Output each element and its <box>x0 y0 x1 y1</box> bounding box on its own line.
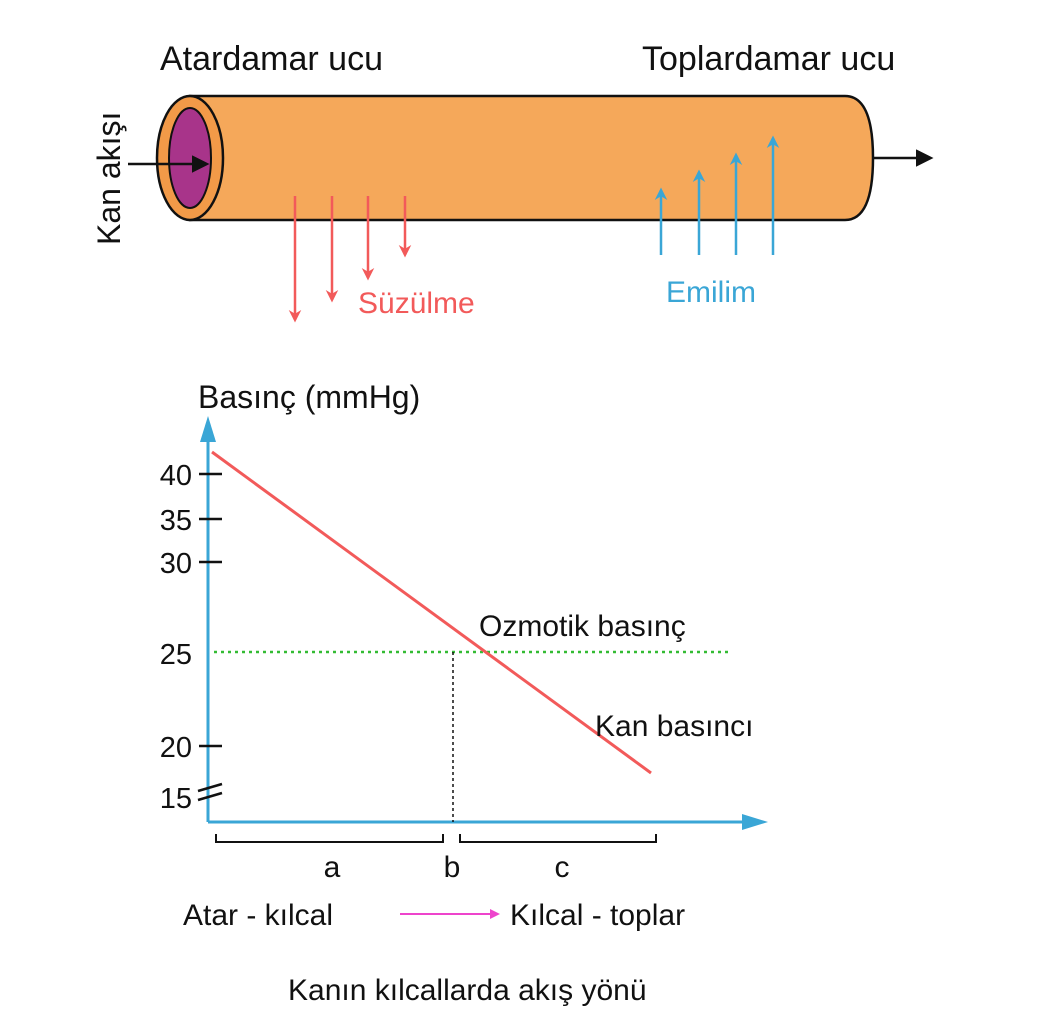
filtration-label: Süzülme <box>358 287 475 320</box>
blood-pressure-label: Kan basıncı <box>595 710 753 743</box>
segment-a-label: a <box>324 851 341 884</box>
pressure-chart: Basınç (mmHg) 40 35 30 25 20 15 <box>160 379 768 1007</box>
segment-labels: a b c <box>324 851 570 884</box>
arterial-end-label: Atardamar ucu <box>160 40 383 78</box>
segment-c-label: c <box>555 851 570 884</box>
axis-break-mark-1 <box>197 782 223 793</box>
y-tick-label-40: 40 <box>160 460 192 492</box>
absorption-arrows <box>654 135 780 255</box>
y-axis-label: Basınç (mmHg) <box>198 379 420 415</box>
y-ticks <box>199 472 222 748</box>
vessel-tube <box>188 94 875 222</box>
y-tick-label-15: 15 <box>160 783 192 815</box>
filtration-arrows <box>288 196 412 323</box>
brace-c <box>459 834 657 843</box>
blood-flow-label: Kan akışı <box>91 112 127 245</box>
y-tick-label-35: 35 <box>160 505 192 537</box>
y-tick-label-30: 30 <box>160 548 192 580</box>
y-tick-labels: 40 35 30 25 20 15 <box>160 460 192 815</box>
osmotic-pressure-label: Ozmotik basınç <box>479 610 686 643</box>
x-axis-arrowhead <box>742 814 768 830</box>
direction-caption: Kanın kılcallarda akış yönü <box>288 974 647 1007</box>
capillary-vessel: Atardamar ucu Toplardamar ucu Kan akışı … <box>91 40 934 323</box>
y-tick-label-25: 25 <box>160 639 192 671</box>
axis-break-mark-2 <box>197 791 223 802</box>
absorption-label: Emilim <box>666 276 756 309</box>
from-label: Atar - kılcal <box>183 899 333 932</box>
segment-b-label: b <box>444 851 461 884</box>
y-tick-label-20: 20 <box>160 732 192 764</box>
brace-a <box>215 834 444 843</box>
axis-break <box>197 782 223 802</box>
to-label: Kılcal - toplar <box>510 899 685 932</box>
y-axis-arrowhead <box>200 416 216 442</box>
venous-end-label: Toplardamar ucu <box>642 40 895 78</box>
blood-pressure-line <box>211 450 652 775</box>
vessel-lumen <box>168 107 212 209</box>
